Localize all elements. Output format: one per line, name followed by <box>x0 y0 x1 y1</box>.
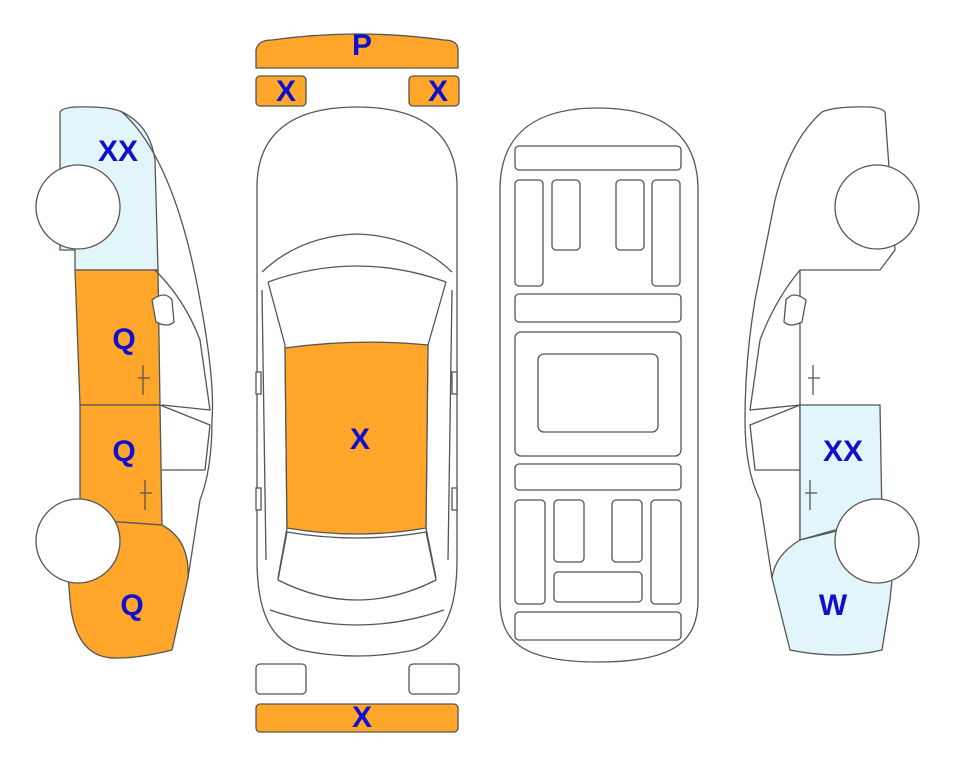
left-front-door-handle <box>140 480 152 510</box>
underside-block-5 <box>514 499 546 605</box>
underside-outline <box>499 107 699 663</box>
damage-labels: P X X X X XX Q Q Q XX W <box>98 29 863 734</box>
top-left-window-line <box>267 281 288 579</box>
top-left-handle <box>255 487 262 511</box>
left-rear-door-label: Q <box>112 323 135 356</box>
front-bumper-label: X <box>352 701 372 734</box>
underside-bar-1 <box>514 145 682 171</box>
roof-panel[interactable] <box>284 341 429 535</box>
top-rear-window-inner <box>267 265 447 283</box>
right-front-door-handle <box>805 480 817 510</box>
rear-left-corner-panel[interactable] <box>255 75 307 107</box>
underside-center <box>537 353 659 433</box>
front-bumper-panel[interactable] <box>255 703 459 733</box>
top-view <box>255 33 460 733</box>
front-left-light <box>255 663 307 695</box>
left-front-door-label: Q <box>112 435 135 468</box>
right-side-window-line <box>749 269 801 411</box>
top-windshield <box>277 531 437 601</box>
top-right-window-line <box>425 281 447 579</box>
underside-block-8 <box>650 499 682 605</box>
right-mirror <box>783 294 807 326</box>
rear-left-corner-label: X <box>276 75 296 108</box>
left-side-window-line <box>154 269 211 411</box>
underside-frame <box>514 331 682 457</box>
top-rear-window <box>261 233 453 273</box>
left-rear-quarter-label: XX <box>98 135 138 168</box>
top-right-window-line-2 <box>447 289 453 561</box>
top-hood-line <box>269 609 445 626</box>
right-rear-wheel <box>834 164 920 250</box>
underside-block-7 <box>611 499 643 563</box>
top-right-handle <box>451 487 458 511</box>
rear-right-corner-label: X <box>428 75 448 108</box>
right-side-view <box>744 106 920 656</box>
underside-block-3 <box>615 179 645 251</box>
rear-bumper-label: P <box>352 29 372 62</box>
underside-bar-2 <box>514 293 682 323</box>
left-rear-door-handle <box>138 365 150 395</box>
left-front-wheel <box>35 498 121 584</box>
top-body-outline <box>256 106 458 657</box>
top-right-mirror <box>451 371 458 395</box>
top-left-window-line-2 <box>261 289 267 561</box>
underside-bar-4 <box>553 571 643 603</box>
right-side-window-line-2 <box>749 404 801 471</box>
underside-block-1 <box>514 179 544 287</box>
top-left-mirror <box>255 371 262 395</box>
underside-bar-5 <box>514 611 682 641</box>
front-right-light <box>408 663 460 695</box>
underside-block-4 <box>651 179 681 287</box>
underside-block-2 <box>551 179 581 251</box>
rear-bumper-panel[interactable] <box>255 33 459 69</box>
right-front-fender-label: W <box>819 589 848 622</box>
roof-label: X <box>350 423 370 456</box>
underside-bar-3 <box>514 463 682 491</box>
rear-right-corner-panel[interactable] <box>408 75 460 107</box>
left-front-fender-label: Q <box>120 589 143 622</box>
right-side-outline <box>744 106 886 579</box>
right-front-wheel <box>834 498 920 584</box>
underside-view <box>499 107 699 663</box>
right-rear-door-handle <box>808 365 820 395</box>
left-side-view <box>35 106 214 659</box>
left-side-window-line-2 <box>159 404 211 471</box>
left-side-outline <box>121 111 214 579</box>
left-rear-wheel <box>35 164 121 250</box>
underside-block-6 <box>553 499 585 563</box>
left-mirror <box>151 294 175 326</box>
right-front-door-label: XX <box>823 435 863 468</box>
